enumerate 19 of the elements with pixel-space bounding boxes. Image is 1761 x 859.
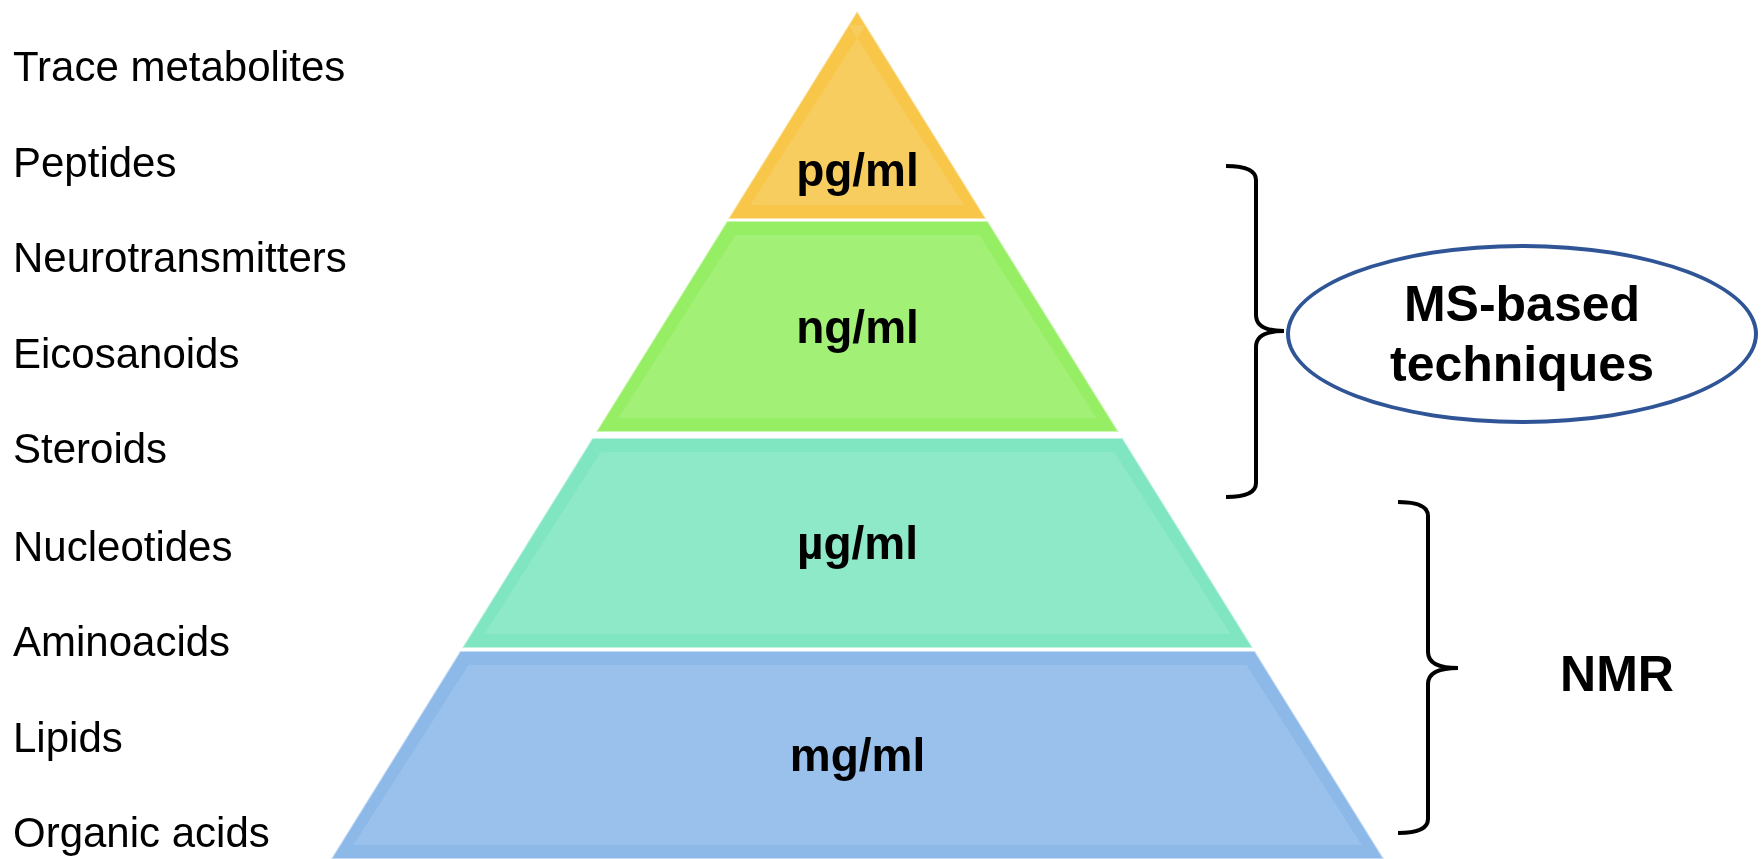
metabolite-label: Eicosanoids: [13, 330, 240, 378]
pyramid-tier: [596, 221, 1119, 432]
concentration-label: pg/ml: [796, 143, 919, 197]
concentration-label: ng/ml: [796, 299, 919, 354]
metabolite-label: Steroids: [13, 425, 168, 473]
concentration-label: mg/ml: [789, 728, 926, 782]
metabolite-label: Aminoacids: [13, 618, 231, 666]
metabolite-label: Nucleotides: [13, 523, 233, 571]
technique-label: MS-based techniques: [1389, 275, 1655, 394]
technique-label: NMR: [1560, 645, 1674, 703]
metabolite-label: Neurotransmitters: [13, 234, 347, 282]
metabolite-label: Organic acids: [13, 809, 270, 857]
metabolite-label: Lipids: [13, 714, 123, 762]
pyramid-tier: [728, 11, 987, 219]
metabolite-label: Trace metabolites: [13, 43, 346, 91]
pyramid-tier: [331, 651, 1384, 859]
pyramid-tier: [462, 438, 1253, 648]
metabolite-label: Peptides: [13, 139, 177, 187]
concentration-label: µg/ml: [796, 516, 919, 570]
